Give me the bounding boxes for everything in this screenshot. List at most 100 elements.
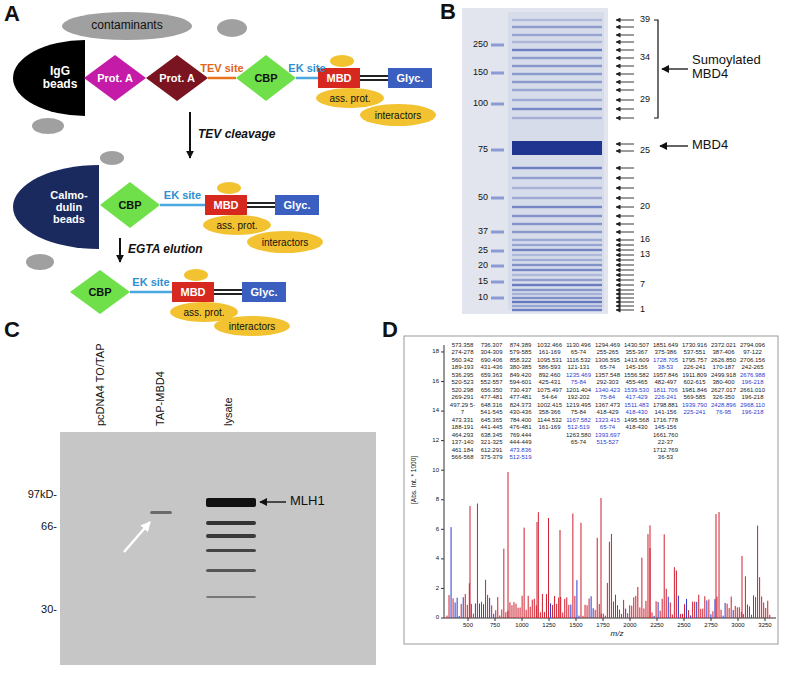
spectrum-peak xyxy=(473,614,474,618)
spectrum-peak xyxy=(607,583,608,618)
step-label: TEV cleavage xyxy=(198,128,275,141)
spectrum-peak xyxy=(698,595,699,618)
spectrum-peak xyxy=(593,608,594,618)
panel-letter: D xyxy=(382,318,398,342)
protein-band xyxy=(512,65,602,67)
band-number: 16 xyxy=(640,235,650,245)
protein-band xyxy=(512,141,602,155)
band-arrow xyxy=(616,224,634,225)
band-label: Sumoylated MBD4 xyxy=(692,53,772,82)
spectrum-peak xyxy=(475,603,476,618)
linker-line xyxy=(160,205,205,206)
spectrum-peak xyxy=(745,576,746,618)
ellipse-outline xyxy=(214,316,290,336)
spectrum-peak xyxy=(658,602,659,618)
linker-line xyxy=(214,292,242,293)
spectrum-peak xyxy=(684,604,685,618)
tick-label: 2750 xyxy=(704,622,717,629)
blot-band xyxy=(206,569,256,572)
peak-label: 573.358 274-278 xyxy=(449,342,476,355)
protein-band xyxy=(512,99,602,101)
node-text: interactors xyxy=(262,237,309,248)
band-arrow xyxy=(616,240,634,241)
tick-label: 750 xyxy=(490,622,500,629)
tick-label: 1250 xyxy=(542,622,555,629)
protein-ellipse: ass. prot. xyxy=(203,215,271,235)
spectrum-peak xyxy=(495,610,496,618)
protein-band xyxy=(512,231,602,233)
marker-band xyxy=(491,197,504,200)
spectrum-peak xyxy=(692,602,693,618)
spectrum-peak xyxy=(751,615,752,618)
marker-band xyxy=(491,250,504,253)
protein-band xyxy=(512,269,602,271)
bead-outline xyxy=(13,165,99,249)
band-arrow xyxy=(616,151,634,152)
band-arrow xyxy=(616,58,634,59)
band-number: 13 xyxy=(640,250,650,260)
peak-label: 1712.769 36-53 xyxy=(652,447,679,460)
band-arrow xyxy=(616,118,634,119)
axis-tick xyxy=(441,381,444,382)
peak-label: 656.350 477-481 xyxy=(478,387,505,400)
spectrum-peak xyxy=(591,596,592,618)
protein-blob xyxy=(330,55,354,67)
spectrum-peak xyxy=(499,616,500,618)
spectrum-peak xyxy=(674,567,675,618)
spectrum-peak xyxy=(453,598,454,618)
spectrum-peak xyxy=(727,604,728,618)
spectrum-peak xyxy=(678,596,679,618)
spectrum-peak xyxy=(761,597,762,618)
node-text: MBD xyxy=(326,72,351,84)
node-text: Calmo- dulin beads xyxy=(43,189,95,225)
band-arrow xyxy=(616,188,634,189)
tag-diamond: CBP xyxy=(70,270,130,314)
band-arrow xyxy=(616,280,634,281)
spectrum-peak xyxy=(725,603,726,618)
band-number: 1 xyxy=(640,305,645,315)
spectrum-peak xyxy=(487,595,488,618)
domain-box: Glyc. xyxy=(388,68,432,88)
rect-outline xyxy=(205,195,247,215)
mw-marker: 10 xyxy=(478,293,488,303)
band-arrow xyxy=(616,306,634,307)
site-label: EK site xyxy=(288,62,325,74)
spectrum-peak xyxy=(485,580,486,618)
protein-band xyxy=(512,81,602,83)
peak-label: 2968.110 196-218 xyxy=(739,402,766,415)
protein-band xyxy=(512,117,602,119)
band-number: 7 xyxy=(640,280,645,290)
panel-letter: C xyxy=(4,318,20,342)
tick-label: 2 xyxy=(436,585,439,592)
spectrum-peak xyxy=(688,610,689,618)
peak-label: 1167.582 512-519 xyxy=(565,417,592,430)
spectrum-peak xyxy=(629,605,630,618)
blot-bands xyxy=(150,498,256,598)
spectrum-peak xyxy=(625,609,626,618)
spectrum-peak xyxy=(613,602,614,618)
spectrum-peak xyxy=(631,606,632,618)
spectrum-peak xyxy=(680,614,681,618)
tag-diamond: CBP xyxy=(100,182,160,228)
spectrum-peak xyxy=(742,556,743,618)
band-number: 39 xyxy=(640,15,650,25)
band-arrow xyxy=(616,265,634,266)
spectrum-peak xyxy=(637,587,638,618)
spectrum-peak xyxy=(743,614,744,618)
spectrum-peak xyxy=(735,606,736,618)
peak-label: 2676.988 196-218 xyxy=(739,372,766,385)
linker-path xyxy=(296,77,318,80)
tick-label: 500 xyxy=(463,622,473,629)
band-arrow xyxy=(616,35,634,36)
peak-label: 1340.423 75-84 xyxy=(594,387,621,400)
protein-band xyxy=(512,239,602,241)
peak-label: 2794.096 97-122 xyxy=(739,342,766,355)
protein-band xyxy=(512,301,602,303)
band-number: 20 xyxy=(640,202,650,212)
pointer-arrow xyxy=(660,145,688,146)
spectrum-peak xyxy=(564,599,565,618)
peak-label: 2428.896 76-95 xyxy=(710,402,737,415)
step-arrow xyxy=(189,112,191,158)
peak-label: 736.307 304-309 xyxy=(478,342,505,355)
axis-tick xyxy=(576,618,577,621)
